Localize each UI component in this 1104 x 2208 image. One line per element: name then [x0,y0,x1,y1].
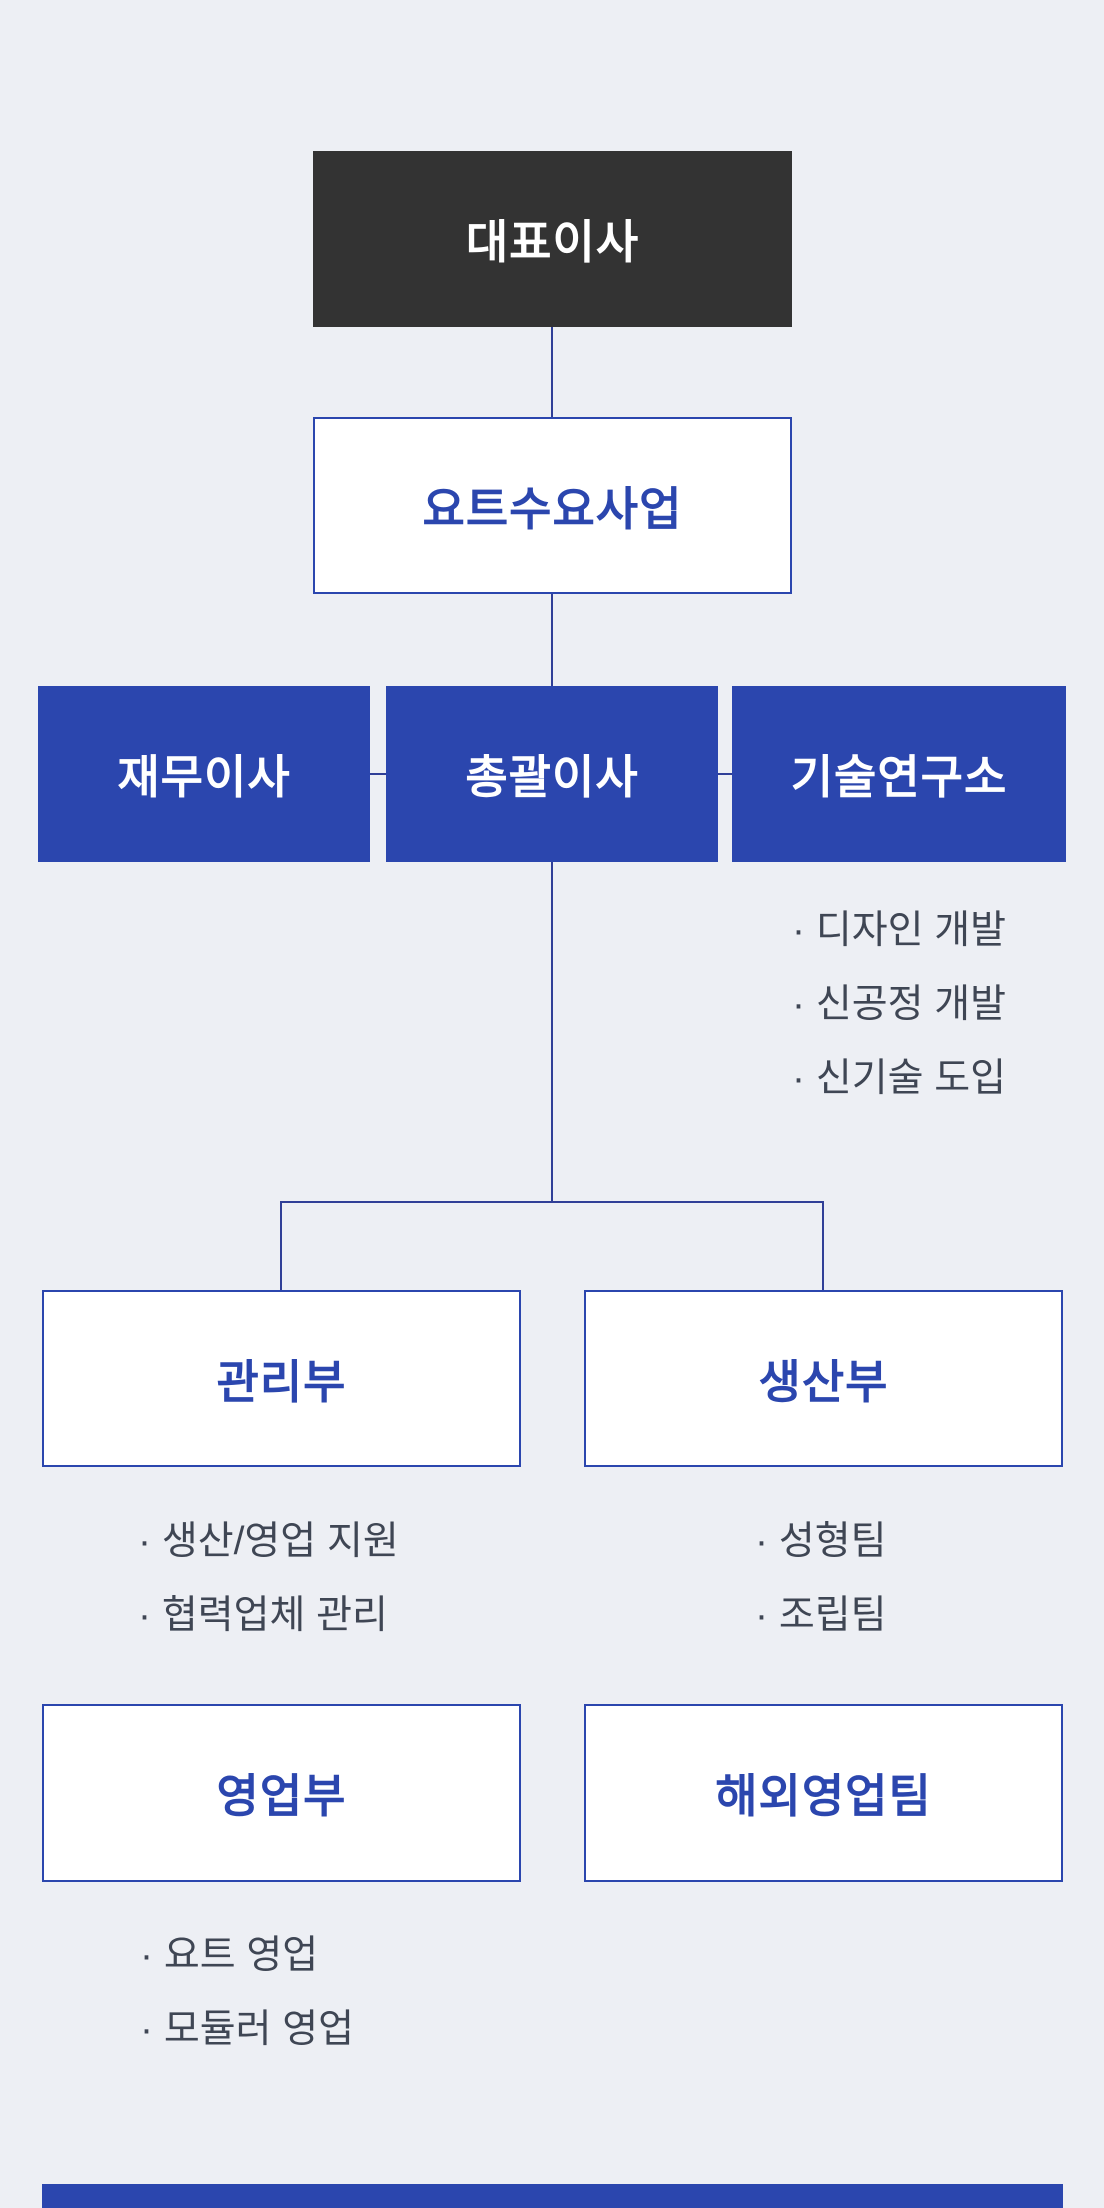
node-ceo: 대표이사 [313,151,792,327]
connector-branch-production [822,1201,824,1290]
management-dept-bullets: · 생산/영업 지원 · 협력업체 관리 [138,1505,399,1653]
bullet-item: · 신기술 도입 [792,1057,1007,1100]
bullet-item: · 모듈러 영업 [140,2008,355,2051]
node-management-dept: 관리부 [42,1290,521,1467]
node-production-dept-label: 생산부 [758,1355,889,1408]
node-overseas-sales-team: 해외영업팀 [584,1704,1063,1882]
connector-branch-management [280,1201,282,1290]
node-business-label: 요트수요사업 [422,482,683,535]
node-tech-institute: 기술연구소 [732,686,1066,862]
node-bottom-partial [42,2184,1063,2208]
connector-general-branch [551,862,553,1201]
bullet-item: · 디자인 개발 [792,909,1007,952]
node-management-dept-label: 관리부 [216,1355,347,1408]
node-finance-director: 재무이사 [38,686,370,862]
node-general-director-label: 총괄이사 [465,751,639,803]
node-sales-dept: 영업부 [42,1704,521,1882]
node-tech-institute-label: 기술연구소 [790,751,1008,803]
connector-business-general [551,594,553,686]
connector-general-tech [718,773,732,775]
node-overseas-sales-team-label: 해외영업팀 [715,1770,932,1822]
bullet-item: · 신공정 개발 [792,983,1007,1026]
node-sales-dept-label: 영업부 [216,1770,347,1822]
connector-ceo-business [551,327,553,417]
tech-institute-bullets: · 디자인 개발 · 신공정 개발 · 신기술 도입 [792,894,1006,1116]
bullet-item: · 요트 영업 [140,1934,319,1977]
node-finance-director-label: 재무이사 [117,751,291,803]
connector-branch-horizontal [280,1201,824,1203]
node-production-dept: 생산부 [584,1290,1063,1467]
bullet-item: · 생산/영업 지원 [138,1520,399,1563]
production-dept-bullets: · 성형팀 · 조립팀 [755,1505,886,1653]
bullet-item: · 조립팀 [755,1594,887,1637]
bullet-item: · 성형팀 [755,1520,887,1563]
bullet-item: · 협력업체 관리 [138,1594,388,1637]
connector-finance-general [370,773,386,775]
node-ceo-label: 대표이사 [465,216,640,268]
sales-dept-bullets: · 요트 영업 · 모듈러 영업 [140,1919,354,2067]
node-general-director: 총괄이사 [386,686,718,862]
node-business: 요트수요사업 [313,417,792,594]
